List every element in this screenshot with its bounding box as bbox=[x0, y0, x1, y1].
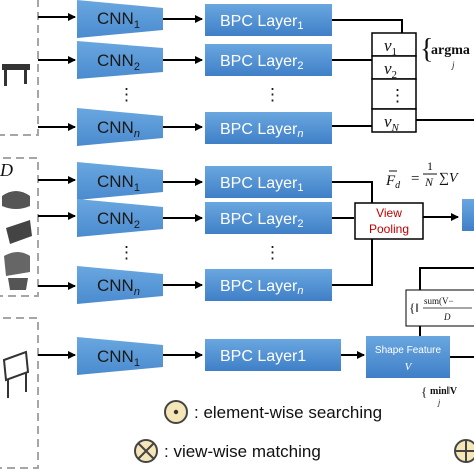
cnn-2-block: CNN2 bbox=[77, 41, 163, 79]
svg-text:v2: v2 bbox=[384, 59, 397, 81]
row1-bpc-ellipsis: ⋮ bbox=[264, 85, 281, 104]
svg-text:{‖: {‖ bbox=[409, 300, 419, 315]
view-pooling-box: View Pooling bbox=[354, 202, 424, 240]
svg-text:1: 1 bbox=[427, 159, 433, 173]
svg-text:{: { bbox=[420, 34, 433, 65]
svg-text:CNN1: CNN1 bbox=[97, 172, 140, 194]
cnn-1-block: CNN1 bbox=[77, 162, 163, 200]
svg-text:View: View bbox=[376, 206, 402, 220]
svg-text:j: j bbox=[451, 60, 455, 70]
svg-text:D: D bbox=[443, 312, 451, 322]
svg-text:Shape Feature: Shape Feature bbox=[375, 345, 442, 356]
svg-text:Fd: Fd bbox=[385, 173, 401, 191]
svg-text:⋮: ⋮ bbox=[389, 86, 406, 105]
svg-text:CNN2: CNN2 bbox=[97, 51, 140, 73]
svg-text:∑V: ∑V bbox=[439, 171, 459, 186]
svg-text:BPC Layern: BPC Layern bbox=[220, 278, 304, 297]
legend: : element-wise searching : view-wise mat… bbox=[134, 400, 474, 463]
svg-text:BPC Layer2: BPC Layer2 bbox=[220, 53, 304, 72]
cnn-n-block: CNNn bbox=[77, 108, 163, 146]
svg-text:BPC Layer1: BPC Layer1 bbox=[220, 175, 304, 194]
bpc-layer-2-block: BPC Layer2 bbox=[205, 44, 332, 76]
chair-sketch bbox=[2, 350, 30, 398]
input-panel-1 bbox=[0, 0, 39, 136]
row2-cnn-ellipsis: ⋮ bbox=[118, 243, 135, 262]
row2-output-block bbox=[462, 199, 474, 231]
svg-text:BPC Layer1: BPC Layer1 bbox=[220, 13, 304, 32]
svg-text:Pooling: Pooling bbox=[369, 222, 409, 236]
bpc-layer-n-block: BPC Layern bbox=[205, 112, 332, 144]
bottom-formula: { min‖V j bbox=[421, 384, 458, 407]
row2-pipeline: CNN1 CNN2 ⋮ CNNn BPC Layer1 BPC Layer2 ⋮… bbox=[38, 159, 474, 304]
chair-images bbox=[2, 191, 32, 290]
element-wise-search-label: : element-wise searching bbox=[194, 403, 382, 422]
element-wise-search-marker bbox=[164, 400, 188, 424]
svg-text:argma: argma bbox=[431, 43, 470, 58]
argmax-formula: { argma j bbox=[420, 34, 470, 70]
top-formula-box: {‖ sum(V− D bbox=[405, 289, 474, 327]
bpc-layer-1-block: BPC Layer1 bbox=[205, 4, 332, 36]
bpc-layer-2-block: BPC Layer2 bbox=[205, 202, 332, 234]
svg-text:CNNn: CNNn bbox=[97, 276, 140, 298]
input-panel-3 bbox=[0, 317, 39, 469]
label-d: D bbox=[0, 160, 13, 180]
bpc-layer-1-block: BPC Layer1 bbox=[205, 166, 332, 198]
svg-text:CNNn: CNNn bbox=[97, 118, 140, 140]
view-wise-match-marker bbox=[134, 439, 158, 463]
svg-text:j: j bbox=[437, 398, 441, 407]
svg-text:V: V bbox=[405, 361, 413, 373]
cnn-2-block: CNN2 bbox=[77, 199, 163, 237]
cnn-1-block: CNN1 bbox=[77, 0, 163, 38]
row3-pipeline: CNN1 BPC Layer1 Shape Feature V {‖ sum(V… bbox=[38, 267, 474, 407]
row1-pipeline: CNN1 CNN2 ⋮ CNNn BPC Layer1 BPC Layer2 ⋮… bbox=[38, 0, 474, 146]
svg-text:BPC Layern: BPC Layern bbox=[220, 121, 304, 140]
svg-text:CNN1: CNN1 bbox=[97, 9, 140, 31]
row1-cnn-ellipsis: ⋮ bbox=[118, 85, 135, 104]
mean-formula: Fd = 1 N ∑V bbox=[385, 159, 459, 191]
cnn-n-block: CNNn bbox=[77, 266, 163, 304]
cnn-1-block: CNN1 bbox=[77, 337, 163, 375]
svg-text:=: = bbox=[411, 171, 419, 187]
svg-text:v1: v1 bbox=[384, 36, 397, 58]
svg-text:min‖V: min‖V bbox=[430, 386, 458, 397]
input-panel-2: D bbox=[0, 157, 39, 297]
svg-text:vN: vN bbox=[384, 112, 400, 134]
bpc-layer-n-block: BPC Layern bbox=[205, 269, 332, 301]
shape-feature-box: Shape Feature V bbox=[366, 336, 450, 378]
svg-text:sum(V−: sum(V− bbox=[424, 296, 454, 306]
vector-column: v1 v2 ⋮ vN bbox=[371, 32, 417, 134]
svg-text:BPC Layer2: BPC Layer2 bbox=[220, 211, 304, 230]
plus-marker bbox=[454, 439, 474, 463]
view-wise-match-label: : view-wise matching bbox=[164, 442, 321, 461]
row2-bpc-ellipsis: ⋮ bbox=[264, 243, 281, 262]
svg-text:BPC Layer1: BPC Layer1 bbox=[220, 348, 306, 365]
table-image bbox=[2, 64, 30, 86]
bpc-layer-block: BPC Layer1 bbox=[205, 339, 341, 371]
svg-text:N: N bbox=[424, 175, 434, 189]
svg-text:CNN2: CNN2 bbox=[97, 209, 140, 231]
svg-text:{: { bbox=[421, 384, 427, 399]
svg-text:CNN1: CNN1 bbox=[97, 347, 140, 369]
